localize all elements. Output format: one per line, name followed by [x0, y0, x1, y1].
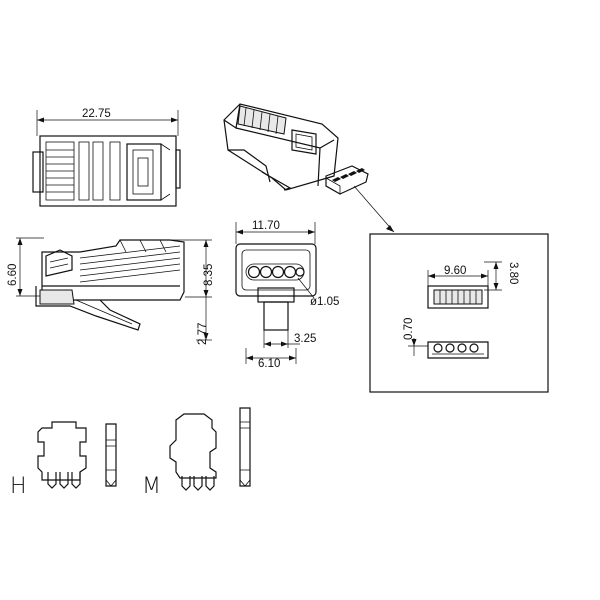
blade-m-label: M: [142, 474, 161, 499]
blade-h-label: H: [10, 474, 27, 499]
dim-front-tab-width: 3.25: [294, 333, 316, 345]
top-view: 22.75: [32, 108, 181, 207]
blade-h: H: [10, 421, 117, 499]
detail-frame: [369, 233, 549, 393]
dim-front-hole-dia: ø1.05: [310, 296, 339, 308]
dim-side-height-right: 8.35: [203, 264, 215, 286]
side-view: 6.60 8.35 2.77: [7, 237, 215, 345]
front-view: 11.70 ø1.05 3.25 6.10: [235, 220, 339, 370]
blade-m: M: [142, 407, 251, 499]
dim-insert-width: 9.60: [444, 265, 466, 277]
dim-top-length: 22.75: [82, 108, 111, 120]
dim-insert-height: 3.80: [507, 262, 519, 284]
dim-front-bottom-width: 6.10: [258, 358, 280, 370]
detail-box: 9.60 3.80 0.70: [369, 233, 549, 393]
dim-front-width: 11.70: [252, 220, 280, 232]
dim-insert-small: 0.70: [403, 318, 415, 340]
isometric-view: [223, 103, 395, 233]
dim-side-height-left: 6.60: [7, 264, 19, 286]
dim-side-bottom: 2.77: [197, 323, 209, 345]
